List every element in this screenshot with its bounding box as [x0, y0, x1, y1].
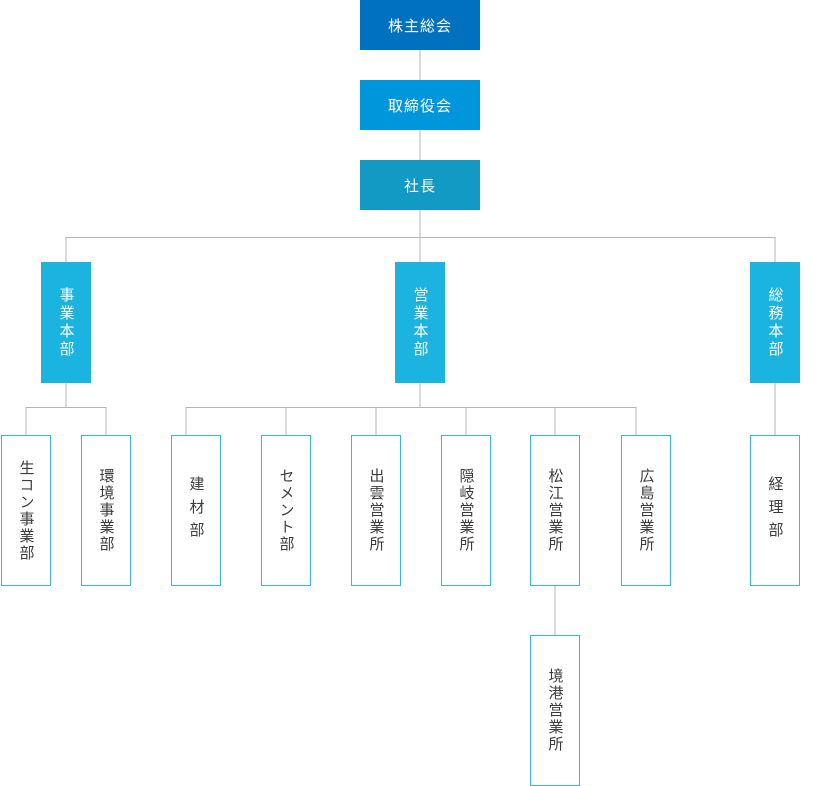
sales-headquarters-box: 営業本部	[395, 262, 445, 383]
ready-mixed-concrete-division-box: 生コン事業部	[1, 435, 51, 586]
hiroshima-sales-office-label: 広島営業所	[637, 468, 656, 553]
environment-division-box: 環境事業部	[81, 435, 131, 586]
board-of-directors-box: 取締役会	[360, 80, 480, 130]
sales-headquarters-label: 営業本部	[411, 286, 430, 359]
oki-sales-office-label: 隠岐営業所	[457, 468, 476, 553]
board-of-directors-label: 取締役会	[387, 96, 452, 115]
oki-sales-office-box: 隠岐営業所	[441, 435, 491, 586]
accounting-department-box: 経理部	[750, 435, 800, 586]
izumo-sales-office-label: 出雲営業所	[367, 468, 386, 553]
accounting-department-label: 経理部	[766, 476, 785, 545]
building-materials-department-box: 建材部	[171, 435, 221, 586]
hiroshima-sales-office-box: 広島営業所	[621, 435, 671, 586]
president-label: 社長	[403, 176, 436, 195]
sakaiminato-sales-office-label: 境港営業所	[546, 668, 565, 753]
sakaiminato-sales-office-box: 境港営業所	[530, 635, 580, 786]
matsue-sales-office-label: 松江営業所	[546, 468, 565, 553]
building-materials-department-label: 建材部	[187, 476, 206, 545]
general-affairs-headquarters-box: 総務本部	[750, 262, 800, 383]
environment-division-label: 環境事業部	[97, 468, 116, 553]
business-headquarters-label: 事業本部	[57, 286, 76, 359]
ready-mixed-concrete-division-label: 生コン事業部	[17, 459, 36, 562]
general-affairs-headquarters-label: 総務本部	[766, 286, 785, 359]
shareholders-meeting-label: 株主総会	[387, 16, 452, 35]
shareholders-meeting-box: 株主総会	[360, 0, 480, 50]
cement-department-label: セメント部	[277, 468, 296, 553]
president-box: 社長	[360, 160, 480, 210]
matsue-sales-office-box: 松江営業所	[530, 435, 580, 586]
cement-department-box: セメント部	[261, 435, 311, 586]
izumo-sales-office-box: 出雲営業所	[351, 435, 401, 586]
business-headquarters-box: 事業本部	[41, 262, 91, 383]
